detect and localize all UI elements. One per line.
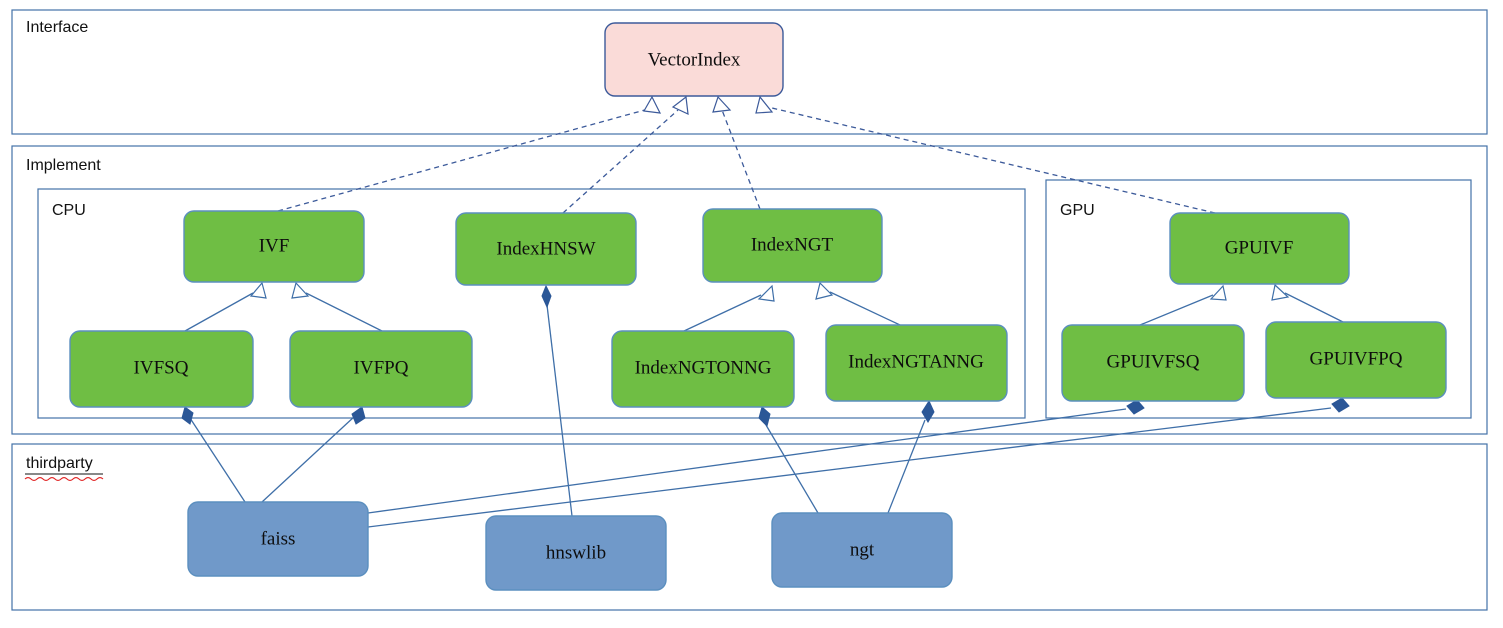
container-implement-label: Implement xyxy=(26,157,101,174)
node-indexhnsw[interactable]: IndexHNSW xyxy=(455,212,637,286)
hollow-triangle-head-icon xyxy=(1209,284,1227,301)
hollow-triangle-head-icon xyxy=(671,95,689,115)
node-ngt-label: ngt xyxy=(850,539,875,560)
node-ngt[interactable]: ngt xyxy=(771,512,953,588)
node-indexngtanng-label: IndexNGTANNG xyxy=(848,351,984,372)
hollow-triangle-head-icon xyxy=(712,95,732,113)
node-ivfsq[interactable]: IVFSQ xyxy=(69,330,254,408)
node-indexhnsw-rect[interactable] xyxy=(455,212,637,286)
edge-hnswlib-to-indexhnsw xyxy=(541,284,573,517)
hollow-triangle-head-icon xyxy=(291,281,310,299)
node-indexngt-label: IndexNGT xyxy=(751,234,834,255)
node-ivfsq-label: IVFSQ xyxy=(134,357,189,378)
node-gpuivfsq-label: GPUIVFSQ xyxy=(1107,351,1200,372)
container-gpu-label: GPU xyxy=(1060,202,1095,219)
node-gpuivf-rect[interactable] xyxy=(1169,212,1350,285)
node-hnswlib[interactable]: hnswlib xyxy=(485,515,667,591)
edge-indexhnsw-to-vectorindex xyxy=(562,95,689,214)
spellcheck-squiggle-icon xyxy=(24,476,104,482)
node-ivf-label: IVF xyxy=(259,235,290,256)
filled-diamond-head-icon xyxy=(758,406,771,427)
node-gpuivf-label: GPUIVF xyxy=(1225,237,1294,258)
edge-faiss-to-gpuivfsq xyxy=(367,399,1145,514)
node-vectorindex-label: VectorIndex xyxy=(648,49,741,70)
edge-ivfsq-to-ivf xyxy=(184,281,267,332)
edge-faiss-to-ivfpq xyxy=(261,406,366,503)
node-vectorindex-rect[interactable] xyxy=(604,22,784,97)
container-thirdparty-label: thirdparty xyxy=(26,455,93,472)
edge-indexngt-to-vectorindex xyxy=(712,95,761,210)
node-ivfpq-label: IVFPQ xyxy=(354,357,409,378)
edge-gpuivfsq-to-gpuivf xyxy=(1139,284,1227,326)
node-gpuivfpq[interactable]: GPUIVFPQ xyxy=(1265,321,1447,399)
edge-gpuivfpq-to-gpuivf xyxy=(1271,283,1344,323)
edge-faiss-to-gpuivfpq xyxy=(367,397,1350,528)
hollow-triangle-head-icon xyxy=(1271,283,1290,301)
node-gpuivfpq-label: GPUIVFPQ xyxy=(1310,348,1403,369)
node-indexngtonng[interactable]: IndexNGTONNG xyxy=(611,330,795,408)
hollow-triangle-head-icon xyxy=(757,284,775,302)
node-faiss-rect[interactable] xyxy=(187,501,369,577)
edge-ivfpq-to-ivf xyxy=(291,281,383,332)
node-indexhnsw-label: IndexHNSW xyxy=(496,238,595,259)
edge-gpuivf-to-vectorindex xyxy=(755,95,1216,214)
filled-diamond-head-icon xyxy=(351,406,366,425)
node-hnswlib-label: hnswlib xyxy=(546,542,606,563)
hollow-triangle-head-icon xyxy=(249,281,267,299)
node-ngt-rect[interactable] xyxy=(771,512,953,588)
hollow-triangle-head-icon xyxy=(755,95,774,114)
node-gpuivf[interactable]: GPUIVF xyxy=(1169,212,1350,285)
edge-indexngtanng-to-indexngt xyxy=(815,281,901,326)
node-faiss-label: faiss xyxy=(261,528,296,549)
edge-faiss-to-ivfsq xyxy=(181,406,246,503)
node-faiss[interactable]: faiss xyxy=(187,501,369,577)
node-ivf[interactable]: IVF xyxy=(183,210,365,283)
edge-ngt-to-indexngtanng xyxy=(887,399,935,514)
node-indexngtonng-rect[interactable] xyxy=(611,330,795,408)
node-vectorindex[interactable]: VectorIndex xyxy=(604,22,784,97)
node-hnswlib-rect[interactable] xyxy=(485,515,667,591)
edge-indexngtonng-to-indexngt xyxy=(683,284,775,332)
filled-diamond-head-icon xyxy=(1126,399,1145,415)
node-indexngtanng[interactable]: IndexNGTANNG xyxy=(825,324,1008,402)
node-gpuivfpq-rect[interactable] xyxy=(1265,321,1447,399)
node-ivfsq-rect[interactable] xyxy=(69,330,254,408)
hollow-triangle-head-icon xyxy=(643,95,662,114)
edge-ivf-to-vectorindex xyxy=(277,95,662,212)
container-interface-label: Interface xyxy=(26,19,88,36)
node-gpuivfsq-rect[interactable] xyxy=(1061,324,1245,402)
hollow-triangle-head-icon xyxy=(815,281,834,300)
node-indexngt-rect[interactable] xyxy=(702,208,883,283)
edge-ngt-to-indexngtonng xyxy=(758,406,819,514)
node-indexngtonng-label: IndexNGTONNG xyxy=(635,357,772,378)
node-ivf-rect[interactable] xyxy=(183,210,365,283)
filled-diamond-head-icon xyxy=(1331,397,1350,413)
node-gpuivfsq[interactable]: GPUIVFSQ xyxy=(1061,324,1245,402)
filled-diamond-head-icon xyxy=(921,399,935,423)
filled-diamond-head-icon xyxy=(181,406,194,425)
filled-diamond-head-icon xyxy=(541,284,552,309)
node-indexngt[interactable]: IndexNGT xyxy=(702,208,883,283)
node-ivfpq-rect[interactable] xyxy=(289,330,473,408)
node-indexngtanng-rect[interactable] xyxy=(825,324,1008,402)
container-cpu-label: CPU xyxy=(52,202,86,219)
node-ivfpq[interactable]: IVFPQ xyxy=(289,330,473,408)
